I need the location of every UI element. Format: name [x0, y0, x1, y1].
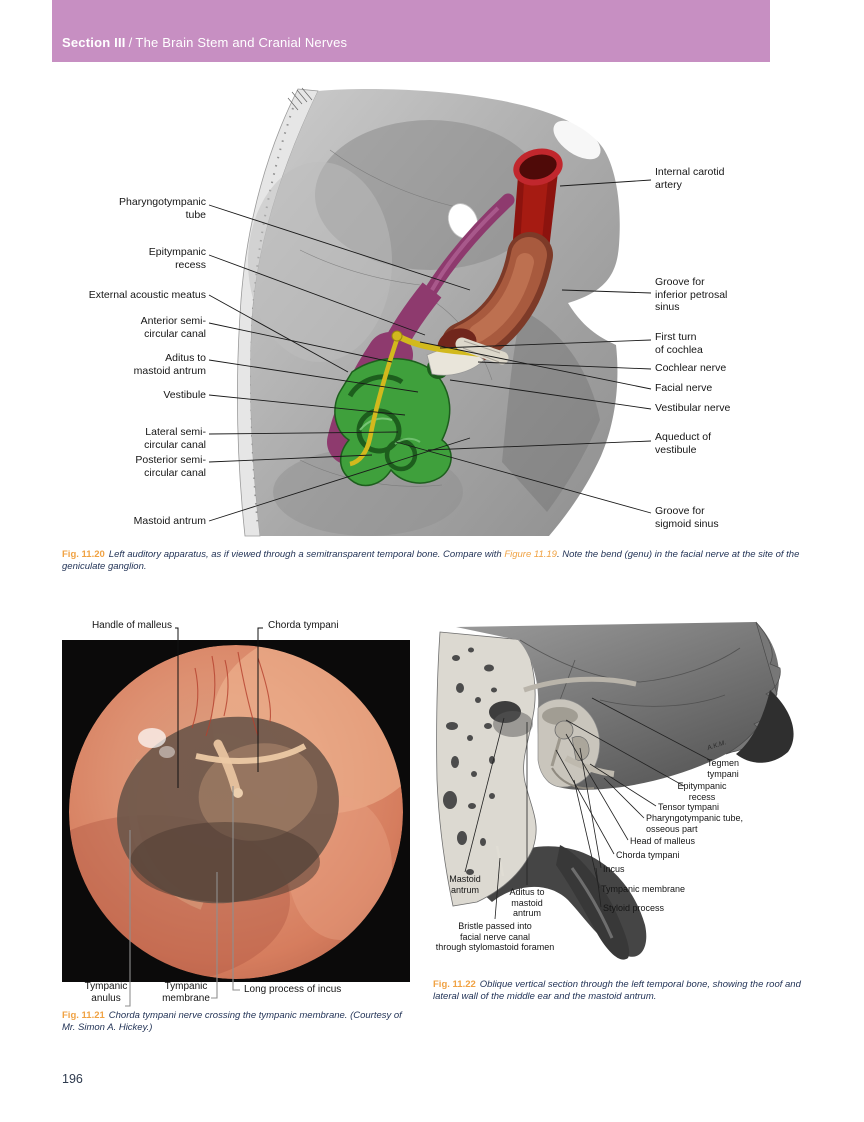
fig-11-20-caption-label: Fig. 11.20	[62, 549, 105, 560]
fig-11-21-caption-text: Chorda tympani nerve crossing the tympan…	[62, 1010, 402, 1033]
label-epitympanic-recess: Epitympanic recess	[148, 246, 206, 271]
label-posterior-semicircular-canal: Posterior semi- circular canal	[135, 454, 206, 479]
fig-11-21-caption-label: Fig. 11.21	[62, 1010, 105, 1021]
label-pharyngotympanic-tube-osseous: Pharyngotympanic tube, osseous part	[646, 813, 744, 834]
incus-shape	[571, 736, 590, 761]
fig-11-20-leader-lines	[208, 179, 652, 522]
fig-11-21-leader-lines	[125, 627, 263, 1007]
section-number: Section III	[62, 35, 126, 50]
label-tympanic-membrane-22: Tympanic membrane	[601, 884, 686, 894]
section-header-bar: Section III/The Brain Stem and Cranial N…	[52, 0, 770, 62]
label-vestibular-nerve: Vestibular nerve	[655, 402, 731, 414]
section-title: The Brain Stem and Cranial Nerves	[135, 35, 348, 50]
label-groove-inferior-petrosal-sinus: Groove for inferior petrosal sinus	[655, 276, 728, 313]
fig-11-22-caption-text: Oblique vertical section through the lef…	[433, 979, 801, 1002]
page-number: 196	[62, 1072, 83, 1086]
label-external-acoustic-meatus: External acoustic meatus	[88, 289, 206, 301]
label-bristle-facial-canal: Bristle passed into facial nerve canal t…	[435, 921, 555, 952]
header-separator: /	[128, 35, 133, 50]
label-styloid-process: Styloid process	[603, 903, 665, 913]
malleus-handle-shape	[213, 739, 241, 795]
spongy-bone-cells	[443, 647, 497, 875]
label-epitympanic-recess-22: Epitympanic recess	[677, 781, 727, 802]
label-aditus-mastoid-antrum-22: Aditus to mastoid antrum	[509, 887, 545, 918]
label-mastoid-antrum: Mastoid antrum	[133, 515, 206, 527]
label-facial-nerve: Facial nerve	[655, 382, 713, 394]
label-tympanic-anulus: Tympanic anulus	[84, 981, 128, 1004]
label-handle-of-malleus: Handle of malleus	[91, 620, 172, 631]
fig-11-20-caption-link[interactable]: Figure 11.19	[504, 549, 557, 560]
label-aditus-to-mastoid-antrum: Aditus to mastoid antrum	[133, 352, 206, 377]
label-tegmen-tympani: Tegmen tympani	[706, 758, 740, 779]
label-pharyngotympanic-tube: Pharyngotympanic tube	[119, 196, 206, 221]
malleus-head-shape	[554, 720, 574, 740]
section-header-text: Section III/The Brain Stem and Cranial N…	[62, 35, 347, 50]
label-lateral-semicircular-canal: Lateral semi- circular canal	[144, 426, 206, 451]
label-cochlear-nerve: Cochlear nerve	[655, 362, 727, 374]
fig-11-22-caption-label: Fig. 11.22	[433, 979, 476, 990]
fig-11-20-illustration	[208, 87, 652, 537]
label-tympanic-membrane-photo: Tympanic membrane	[162, 981, 210, 1004]
facial-nerve-shape	[349, 330, 489, 467]
mastoid-spongy-bone	[436, 631, 537, 907]
fig-11-20-caption-text-2: . Note the bend (genu) in the facial ner…	[62, 549, 800, 572]
fig-11-21-photo	[62, 627, 410, 1007]
label-vestibule: Vestibule	[163, 389, 206, 401]
label-mastoid-antrum-22: Mastoid antrum	[449, 874, 481, 895]
internal-carotid-artery-shape	[437, 148, 563, 368]
labyrinth-shape	[334, 357, 452, 487]
label-internal-carotid-artery: Internal carotid artery	[655, 166, 725, 191]
label-aqueduct-of-vestibule: Aqueduct of vestibule	[655, 431, 712, 456]
label-anterior-semicircular-canal: Anterior semi- circular canal	[140, 315, 206, 340]
label-tensor-tympani: Tensor tympani	[658, 802, 720, 812]
tensor-tympani-shape	[564, 755, 615, 777]
fig-11-20-caption-text-1: Left auditory apparatus, as if viewed th…	[108, 549, 505, 560]
petrous-bone-surface	[456, 622, 780, 790]
label-incus: Incus	[603, 864, 625, 874]
fig-11-22-leader-lines	[464, 697, 711, 920]
label-chorda-tympani-22: Chorda tympani	[616, 850, 680, 860]
label-chorda-tympani-photo: Chorda tympani	[268, 620, 339, 631]
nerve-bundle-shape	[455, 337, 509, 365]
blood-vessels	[191, 651, 271, 737]
label-first-turn-of-cochlea: First turn of cochlea	[655, 331, 703, 356]
label-groove-sigmoid-sinus: Groove for sigmoid sinus	[655, 505, 719, 530]
label-long-process-of-incus: Long process of incus	[244, 984, 342, 995]
fig-11-22-illustration: A.K.M.	[436, 621, 794, 960]
label-head-of-malleus: Head of malleus	[630, 836, 696, 846]
